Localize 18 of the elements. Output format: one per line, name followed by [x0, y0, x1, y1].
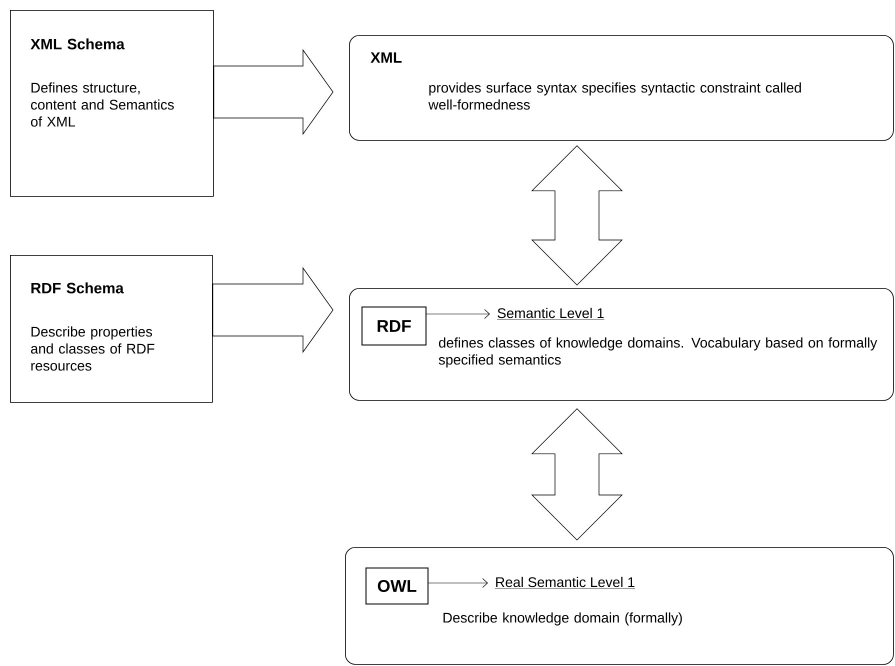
box-text: Defines structure, content and Semantics of XML — [31, 82, 174, 127]
box-text: defines classes of knowledge domains. Vocabulary based on formally specified semantics — [438, 337, 878, 368]
box-heading: XML Schema — [30, 38, 125, 50]
box-text: Describe properties and classes of RDF resources — [31, 326, 154, 371]
box-heading: RDF Schema — [31, 282, 124, 294]
underlined-text: Real Semantic Level 1 — [494, 576, 636, 589]
arrow — [426, 309, 490, 319]
block-arrow — [531, 408, 623, 540]
arrow — [428, 578, 488, 588]
block-arrow — [213, 48, 334, 136]
label-box: RDF — [362, 306, 426, 346]
box-text: Describe knowledge domain (formally) — [444, 612, 682, 626]
label-box: OWL — [366, 568, 428, 604]
box-text: provides surface syntax specifies syntactic constraint called well-formedness — [428, 82, 801, 110]
underlined-text: Semantic Level 1 — [496, 308, 605, 320]
box-heading: XML — [370, 52, 402, 63]
block-arrow — [531, 145, 623, 286]
block-arrow — [212, 266, 334, 354]
